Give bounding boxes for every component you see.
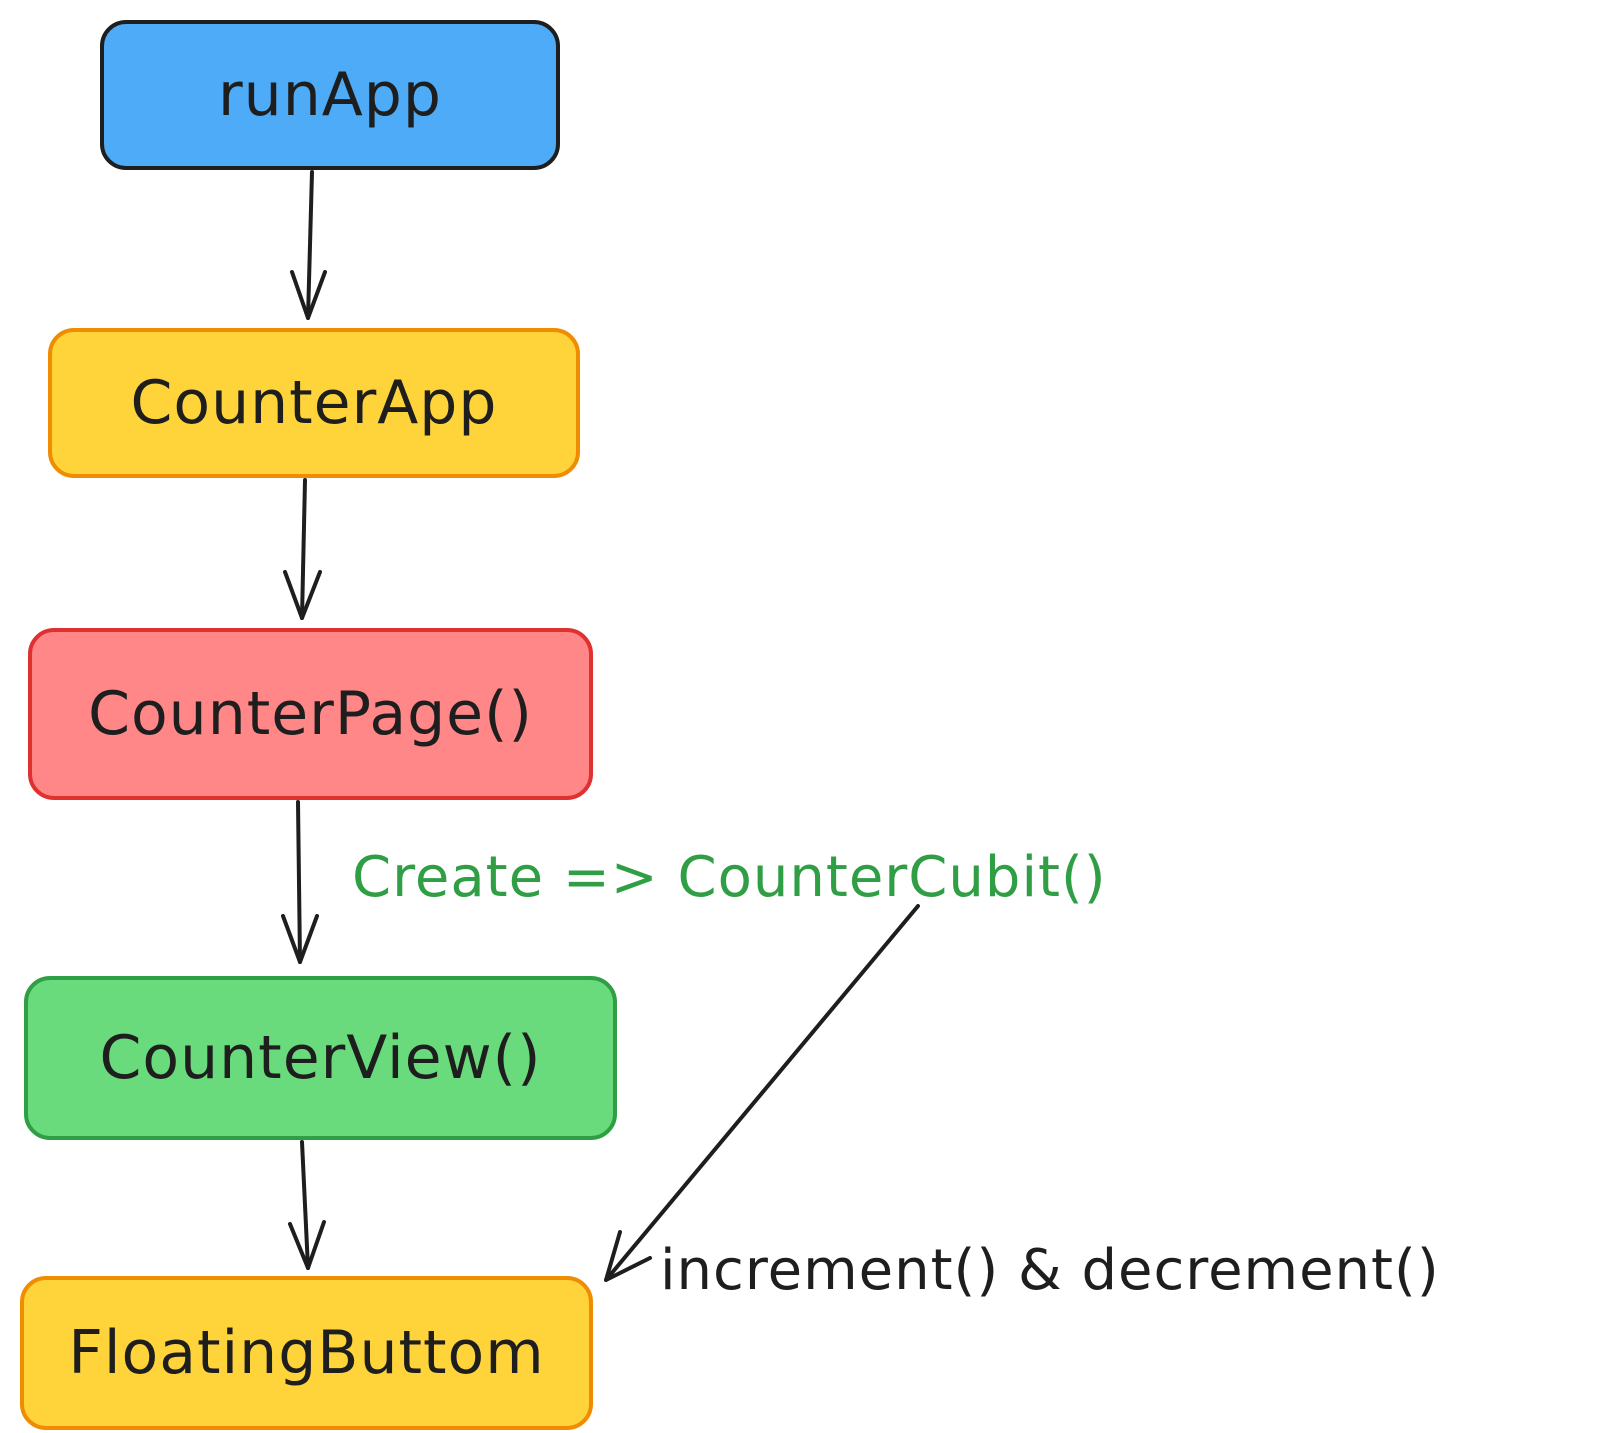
node-counterpage-label: CounterPage() <box>88 679 533 749</box>
node-runapp-label: runApp <box>218 60 442 130</box>
node-runapp: runApp <box>100 20 560 170</box>
node-counterpage: CounterPage() <box>28 628 593 800</box>
node-counterview-label: CounterView() <box>99 1023 542 1093</box>
arrow-cubit-to-floating <box>604 904 920 1282</box>
arrow-counterview-to-floating <box>288 1140 326 1270</box>
node-counterapp: CounterApp <box>48 328 580 478</box>
node-floatingbuttom: FloatingButtom <box>20 1276 593 1430</box>
arrow-runapp-to-counterapp <box>290 170 327 320</box>
node-floatingbuttom-label: FloatingButtom <box>68 1318 545 1388</box>
arrow-counterapp-to-counterpage <box>283 478 322 620</box>
create-cubit-label: Create => CounterCubit() <box>352 845 1107 910</box>
increment-decrement-label: increment() & decrement() <box>660 1238 1440 1303</box>
arrow-counterpage-to-counterview <box>281 800 319 964</box>
node-counterapp-label: CounterApp <box>130 368 498 438</box>
node-counterview: CounterView() <box>24 976 617 1140</box>
